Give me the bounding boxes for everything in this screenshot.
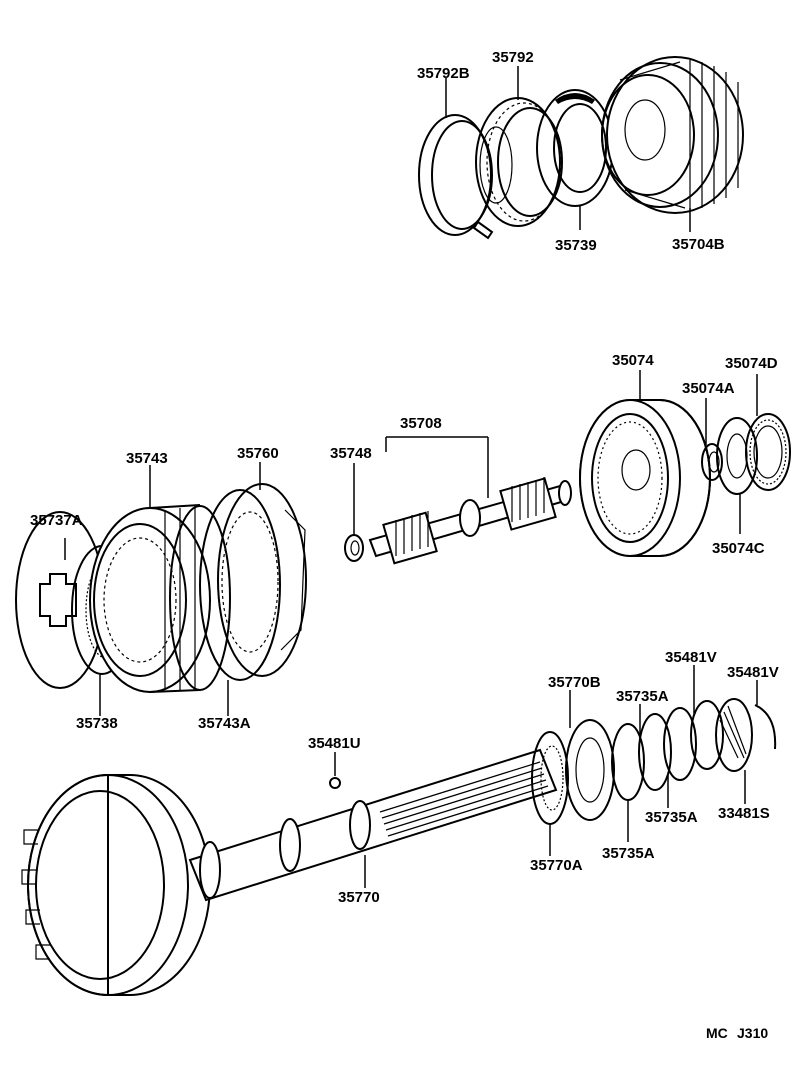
label-35735A-top: 35735A: [616, 688, 669, 705]
label-35481U: 35481U: [308, 735, 361, 752]
label-35481V-a: 35481V: [665, 649, 717, 666]
part-35481U-ball: [329, 777, 341, 789]
label-35704B: 35704B: [672, 236, 725, 253]
part-35074-ring-gear: [579, 399, 711, 557]
label-35770: 35770: [338, 889, 380, 906]
label-35739: 35739: [555, 237, 597, 254]
label-35760: 35760: [237, 445, 279, 462]
footer-code: J310: [737, 1025, 768, 1041]
label-35792: 35792: [492, 49, 534, 66]
part-35708-sun-gear-shaft: [368, 477, 572, 565]
label-35738: 35738: [76, 715, 118, 732]
label-35792B: 35792B: [417, 65, 470, 82]
part-33481S-bearing: [715, 698, 753, 772]
label-35481V-b: 35481V: [727, 664, 779, 681]
part-35760-clutch-hub: [199, 483, 307, 681]
part-35735A-rings: [611, 707, 697, 801]
part-35704B-clutch-drum: [601, 56, 744, 214]
label-35770B: 35770B: [548, 674, 601, 691]
label-35737A: 35737A: [30, 512, 83, 529]
label-35748: 35748: [330, 445, 372, 462]
part-35074A-collar: [701, 443, 723, 481]
label-35074A: 35074A: [682, 380, 735, 397]
label-35735A-mid: 35735A: [645, 809, 698, 826]
part-35743-planetary-carrier: [89, 504, 231, 693]
label-35770A: 35770A: [530, 857, 583, 874]
label-35708: 35708: [400, 415, 442, 432]
label-35743: 35743: [126, 450, 168, 467]
part-35770-input-shaft: [21, 748, 558, 996]
footer-maker: MC: [706, 1025, 728, 1041]
label-35074D: 35074D: [725, 355, 778, 372]
part-35770B-washer: [565, 719, 615, 821]
part-35481V-seal: [690, 700, 777, 770]
label-35074C: 35074C: [712, 540, 765, 557]
label-35074: 35074: [612, 352, 654, 369]
part-35792-bearing: [475, 97, 563, 227]
label-35735A-bot: 35735A: [602, 845, 655, 862]
part-35739-washer: [536, 89, 614, 207]
label-35743A: 35743A: [198, 715, 251, 732]
label-33481S: 33481S: [718, 805, 770, 822]
part-35748-ring: [344, 534, 364, 562]
part-35074D-bearing: [745, 413, 791, 491]
part-35792B-snap-ring: [418, 114, 494, 240]
